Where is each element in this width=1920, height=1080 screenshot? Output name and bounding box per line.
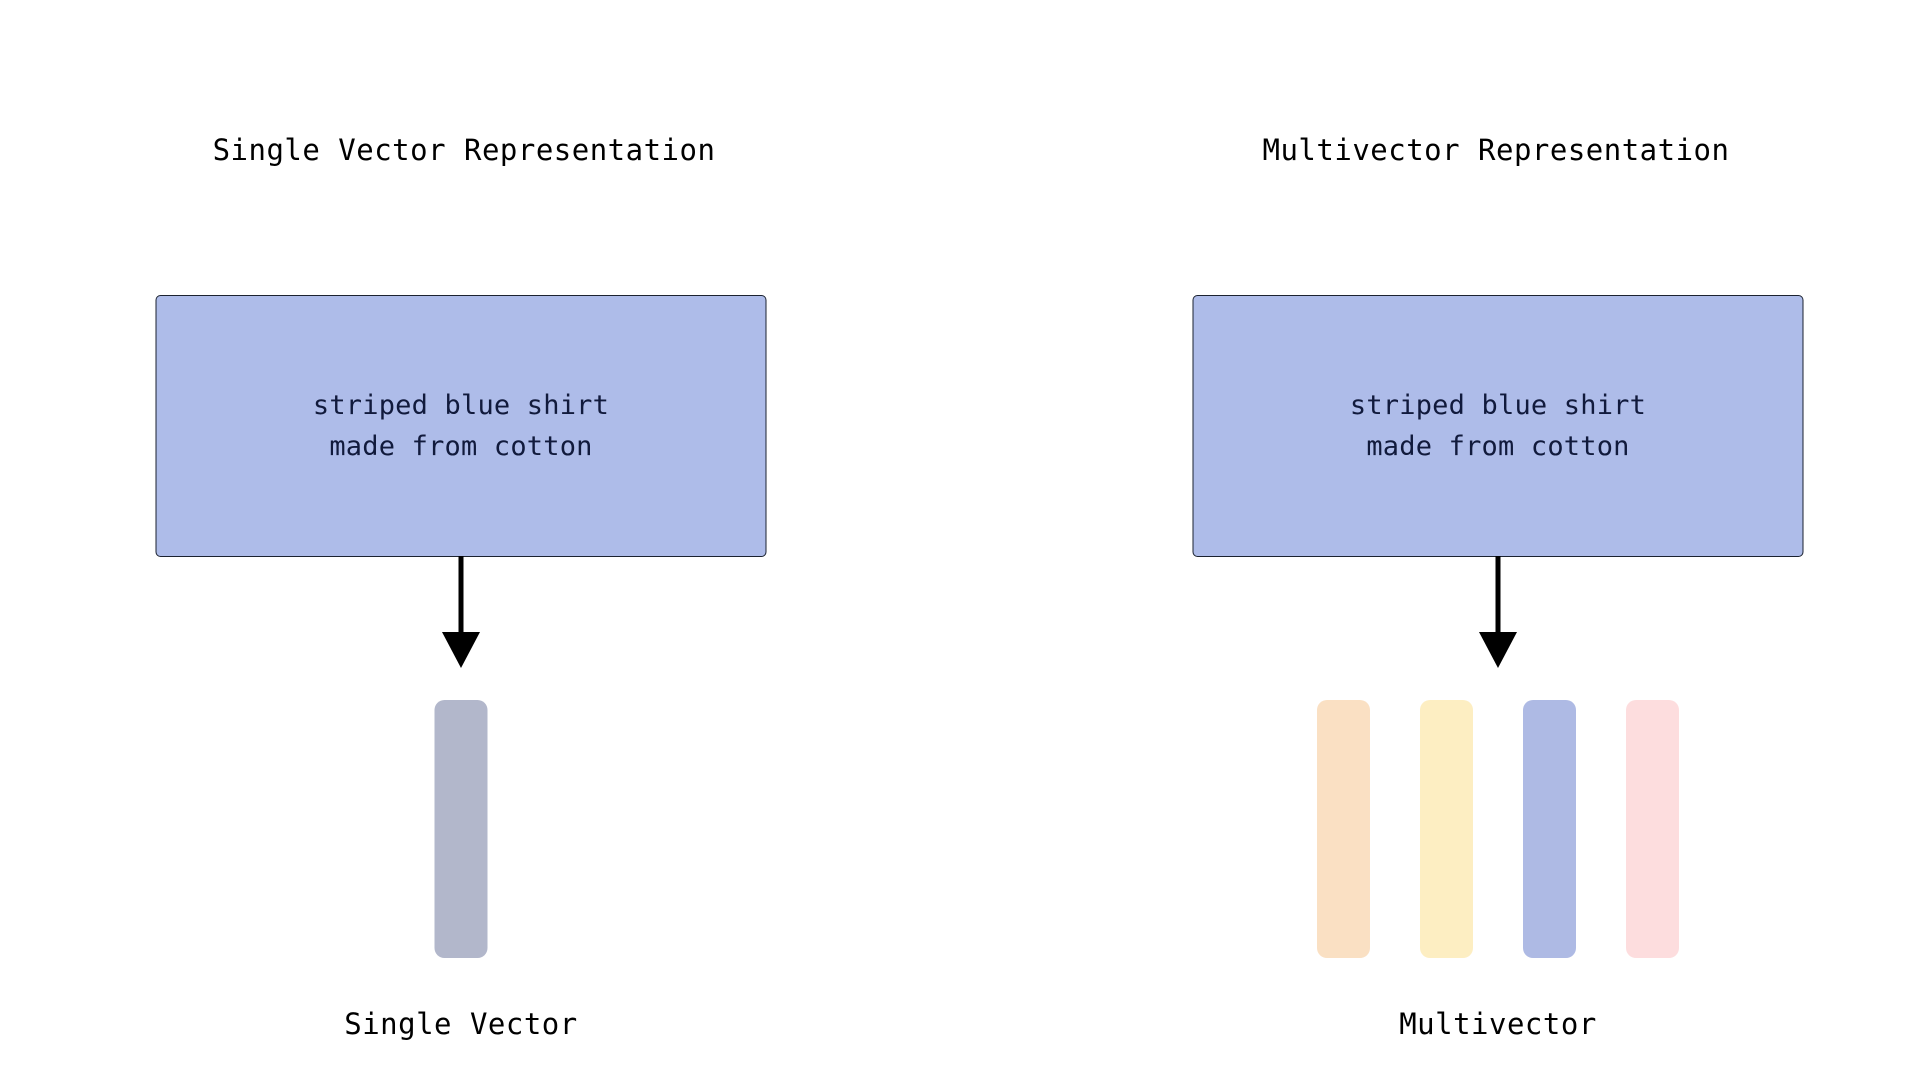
- multivector-bar-1: [1317, 700, 1370, 958]
- source-text-box-single-vector: striped blue shirt made from cotton: [155, 295, 767, 557]
- vector-group-multi: [1317, 700, 1679, 958]
- source-text-label: striped blue shirt made from cotton: [312, 390, 610, 462]
- panel-multivector: Multivector Representation striped blue …: [960, 0, 1920, 1080]
- panel-title-single-vector: Single Vector Representation: [212, 133, 716, 167]
- vector-group-single: [434, 700, 488, 958]
- down-arrow-icon: [431, 556, 491, 672]
- single-vector-bar: [434, 700, 488, 958]
- multivector-bar-2: [1420, 700, 1473, 958]
- caption-multivector: Multivector: [1399, 1007, 1597, 1041]
- source-text-label: striped blue shirt made from cotton: [1349, 390, 1647, 462]
- panel-single-vector: Single Vector Representation striped blu…: [155, 133, 767, 1041]
- source-text-box-multivector: striped blue shirt made from cotton: [1192, 295, 1804, 557]
- panel-title-multivector: Multivector Representation: [1262, 133, 1730, 167]
- caption-single-vector: Single Vector: [344, 1007, 578, 1041]
- multivector-bar-4: [1626, 700, 1679, 958]
- multivector-bar-3: [1523, 700, 1576, 958]
- down-arrow-icon: [1468, 556, 1528, 672]
